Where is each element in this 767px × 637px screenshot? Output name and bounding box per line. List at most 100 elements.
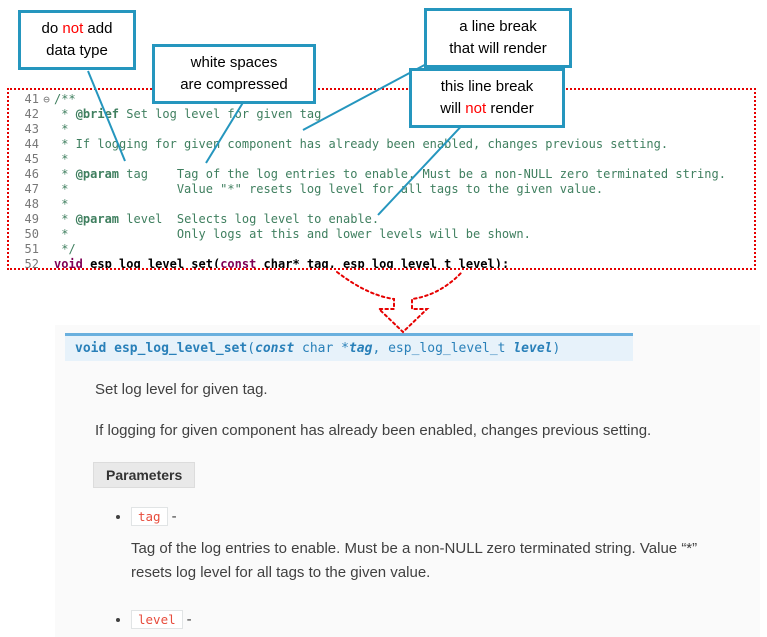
callout-text-highlight: not: [465, 99, 487, 117]
function-signature: void esp_log_level_set(const char *tag, …: [65, 333, 633, 361]
callout-text-part: render: [486, 99, 534, 117]
code-line: 45 *: [13, 152, 754, 167]
code-text: *: [54, 107, 76, 121]
code-text: *: [54, 122, 69, 136]
code-text: *: [54, 197, 69, 211]
parameter-item: level-Selects log level to enable. Only …: [131, 609, 760, 637]
callout-text: a line break: [459, 18, 537, 35]
fold-spacer: [39, 197, 54, 212]
code-line: 49 * @param level Selects log level to e…: [13, 212, 754, 227]
callout-no-datatype: do not add data type: [18, 10, 136, 70]
fold-spacer: [39, 107, 54, 122]
line-number: 47: [24, 182, 39, 196]
line-number: 50: [24, 227, 39, 241]
code-text: Set log level for given tag: [119, 107, 322, 121]
render-flow-arrow-icon: [336, 271, 463, 334]
callout-text-highlight: not: [62, 20, 84, 37]
line-number: 49: [24, 212, 39, 226]
signature-text: (: [247, 341, 256, 356]
fold-spacer: [39, 257, 54, 268]
line-number: 42: [24, 107, 39, 121]
code-line: 42 * @brief Set log level for given tag: [13, 107, 754, 122]
line-number: 45: [24, 152, 39, 166]
callout-text: will not render: [420, 98, 554, 120]
code-line: 50 * Only logs at this and lower levels …: [13, 227, 754, 242]
fold-spacer: [39, 182, 54, 197]
line-number: 46: [24, 167, 39, 181]
callout-whitespace: white spaces are compressed: [152, 44, 316, 104]
code-text: void: [54, 257, 83, 270]
code-text: [83, 257, 90, 268]
code-text: * Value "*" resets log level for all tag…: [54, 182, 604, 196]
fold-spacer: [39, 152, 54, 167]
signature-text: const: [255, 341, 295, 356]
callout-text-part: will: [440, 99, 466, 117]
fold-spacer: [39, 122, 54, 137]
code-text: */: [54, 242, 76, 256]
brief-text: Set log level for given tag.: [95, 381, 268, 398]
parameter-name-code: level: [131, 609, 183, 629]
code-line: 47 * Value "*" resets log level for all …: [13, 182, 754, 197]
parameter-description: Tag of the log entries to enable. Must b…: [131, 539, 698, 581]
code-text: *: [54, 167, 76, 181]
signature-text: void: [75, 341, 115, 356]
line-number: 41: [24, 92, 39, 106]
signature-text: esp_log_level_t: [388, 341, 514, 356]
code-line: 51 */: [13, 242, 754, 257]
detail-text: If logging for given component has alrea…: [95, 421, 652, 439]
code-text: char* tag, esp_log_level_t level);: [256, 257, 510, 270]
code-text: level Selects log level to enable.: [119, 212, 380, 226]
code-text: (: [212, 257, 221, 270]
signature-text: ,: [372, 341, 389, 356]
fold-spacer: [39, 137, 54, 152]
code-editor-snippet: 41⊖/**42 * @brief Set log level for give…: [7, 88, 756, 270]
parameters-list: tag-Tag of the log entries to enable. Mu…: [113, 506, 760, 637]
signature-text: level: [513, 341, 553, 356]
code-text: tag Tag of the log entries to enable. Mu…: [119, 167, 726, 181]
callout-text-part: add: [83, 20, 113, 37]
code-line: 43 *: [13, 122, 754, 137]
code-text: @param: [75, 167, 120, 181]
line-number: 52: [24, 257, 39, 270]
callout-break-norender: this line break will not render: [409, 68, 565, 128]
parameter-separator: -: [171, 508, 177, 525]
line-number: 43: [24, 122, 39, 136]
callout-text: this line break: [440, 78, 534, 95]
parameter-separator: -: [186, 610, 192, 628]
code-line: 44 * If logging for given component has …: [13, 137, 754, 152]
callout-text: are compressed: [180, 75, 288, 93]
signature-text: tag: [348, 341, 373, 356]
code-line: 46 * @param tag Tag of the log entries t…: [13, 167, 754, 182]
callout-text: data type: [46, 41, 108, 59]
signature-text: ): [552, 341, 561, 356]
code-text: * If logging for given component has alr…: [54, 137, 669, 151]
fold-marker-icon[interactable]: ⊖: [43, 93, 50, 106]
parameter-name-code: tag: [131, 507, 168, 526]
parameters-heading: Parameters: [93, 462, 196, 488]
code-text: *: [54, 152, 69, 166]
code-text: /**: [54, 92, 76, 106]
callout-text: do not add: [29, 18, 125, 40]
code-line: 41 ⊖ /**: [13, 92, 754, 107]
code-text: esp_log_level_set: [90, 257, 213, 270]
signature-text: char *: [294, 341, 349, 356]
fold-spacer: [39, 167, 54, 182]
fold-spacer: [39, 212, 54, 227]
code-text: @param: [75, 212, 120, 226]
code-text: *: [54, 212, 76, 226]
code-text: @brief: [75, 107, 120, 121]
fold-spacer: [39, 227, 54, 242]
fold-spacer: [39, 242, 54, 257]
callout-text: white spaces: [190, 54, 278, 71]
callout-text: that will render: [449, 39, 547, 57]
rendered-docs-panel: void esp_log_level_set(const char *tag, …: [55, 325, 760, 637]
line-number: 51: [24, 242, 39, 256]
code-line: 48 *: [13, 197, 754, 212]
signature-text: esp_log_level_set: [114, 341, 248, 356]
parameter-item: tag- Tag of the log entries to enable. Mu…: [131, 506, 760, 585]
callout-text-part: do: [41, 20, 63, 37]
line-number: 48: [24, 197, 39, 211]
callout-break-render: a line break that will render: [424, 8, 572, 68]
